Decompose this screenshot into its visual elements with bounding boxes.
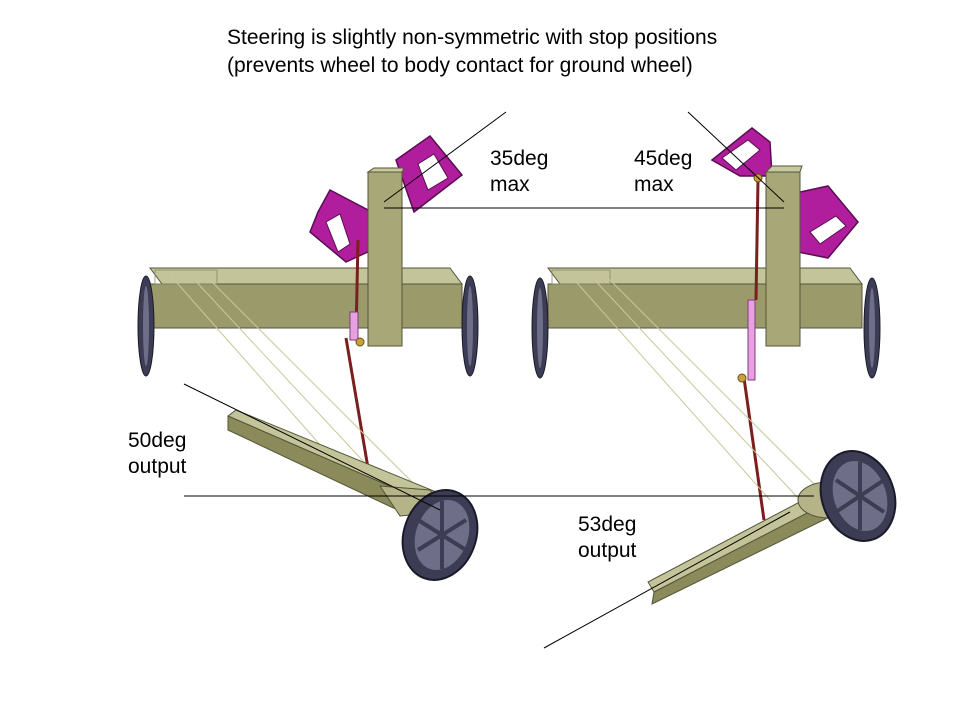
annotation-lines bbox=[183, 111, 814, 649]
left-max-angle-label: 35deg max bbox=[490, 147, 549, 196]
right-side-wheels bbox=[531, 277, 881, 379]
left-output-pointer bbox=[183, 383, 441, 511]
left-output-angle-label: 50deg output bbox=[128, 429, 187, 478]
right-max-pointer bbox=[687, 111, 785, 203]
left-tie-rods bbox=[344, 239, 370, 469]
right-linkage-lines bbox=[569, 274, 831, 501]
right-output-pointer bbox=[543, 511, 791, 649]
right-max-angle-label: 45deg max bbox=[634, 147, 693, 196]
left-axle-beam bbox=[149, 267, 463, 329]
right-output-angle-label: 53deg output bbox=[578, 513, 637, 562]
left-max-pointer bbox=[383, 111, 507, 203]
title-line-1: Steering is slightly non-symmetric with … bbox=[227, 26, 718, 49]
right-ground-wheel bbox=[819, 450, 897, 542]
left-assembly bbox=[137, 134, 479, 581]
right-handlebar bbox=[710, 127, 859, 259]
left-ground-wheel bbox=[401, 489, 479, 581]
left-steering-column bbox=[366, 167, 405, 347]
right-render-panel bbox=[492, 118, 904, 614]
left-side-wheels bbox=[137, 275, 479, 377]
right-assembly bbox=[531, 127, 897, 605]
right-steering-column bbox=[764, 165, 803, 347]
diagram-title: Steering is slightly non-symmetric with … bbox=[227, 24, 717, 80]
right-axle-beam bbox=[547, 267, 863, 329]
title-line-2: (prevents wheel to body contact for grou… bbox=[227, 54, 693, 77]
